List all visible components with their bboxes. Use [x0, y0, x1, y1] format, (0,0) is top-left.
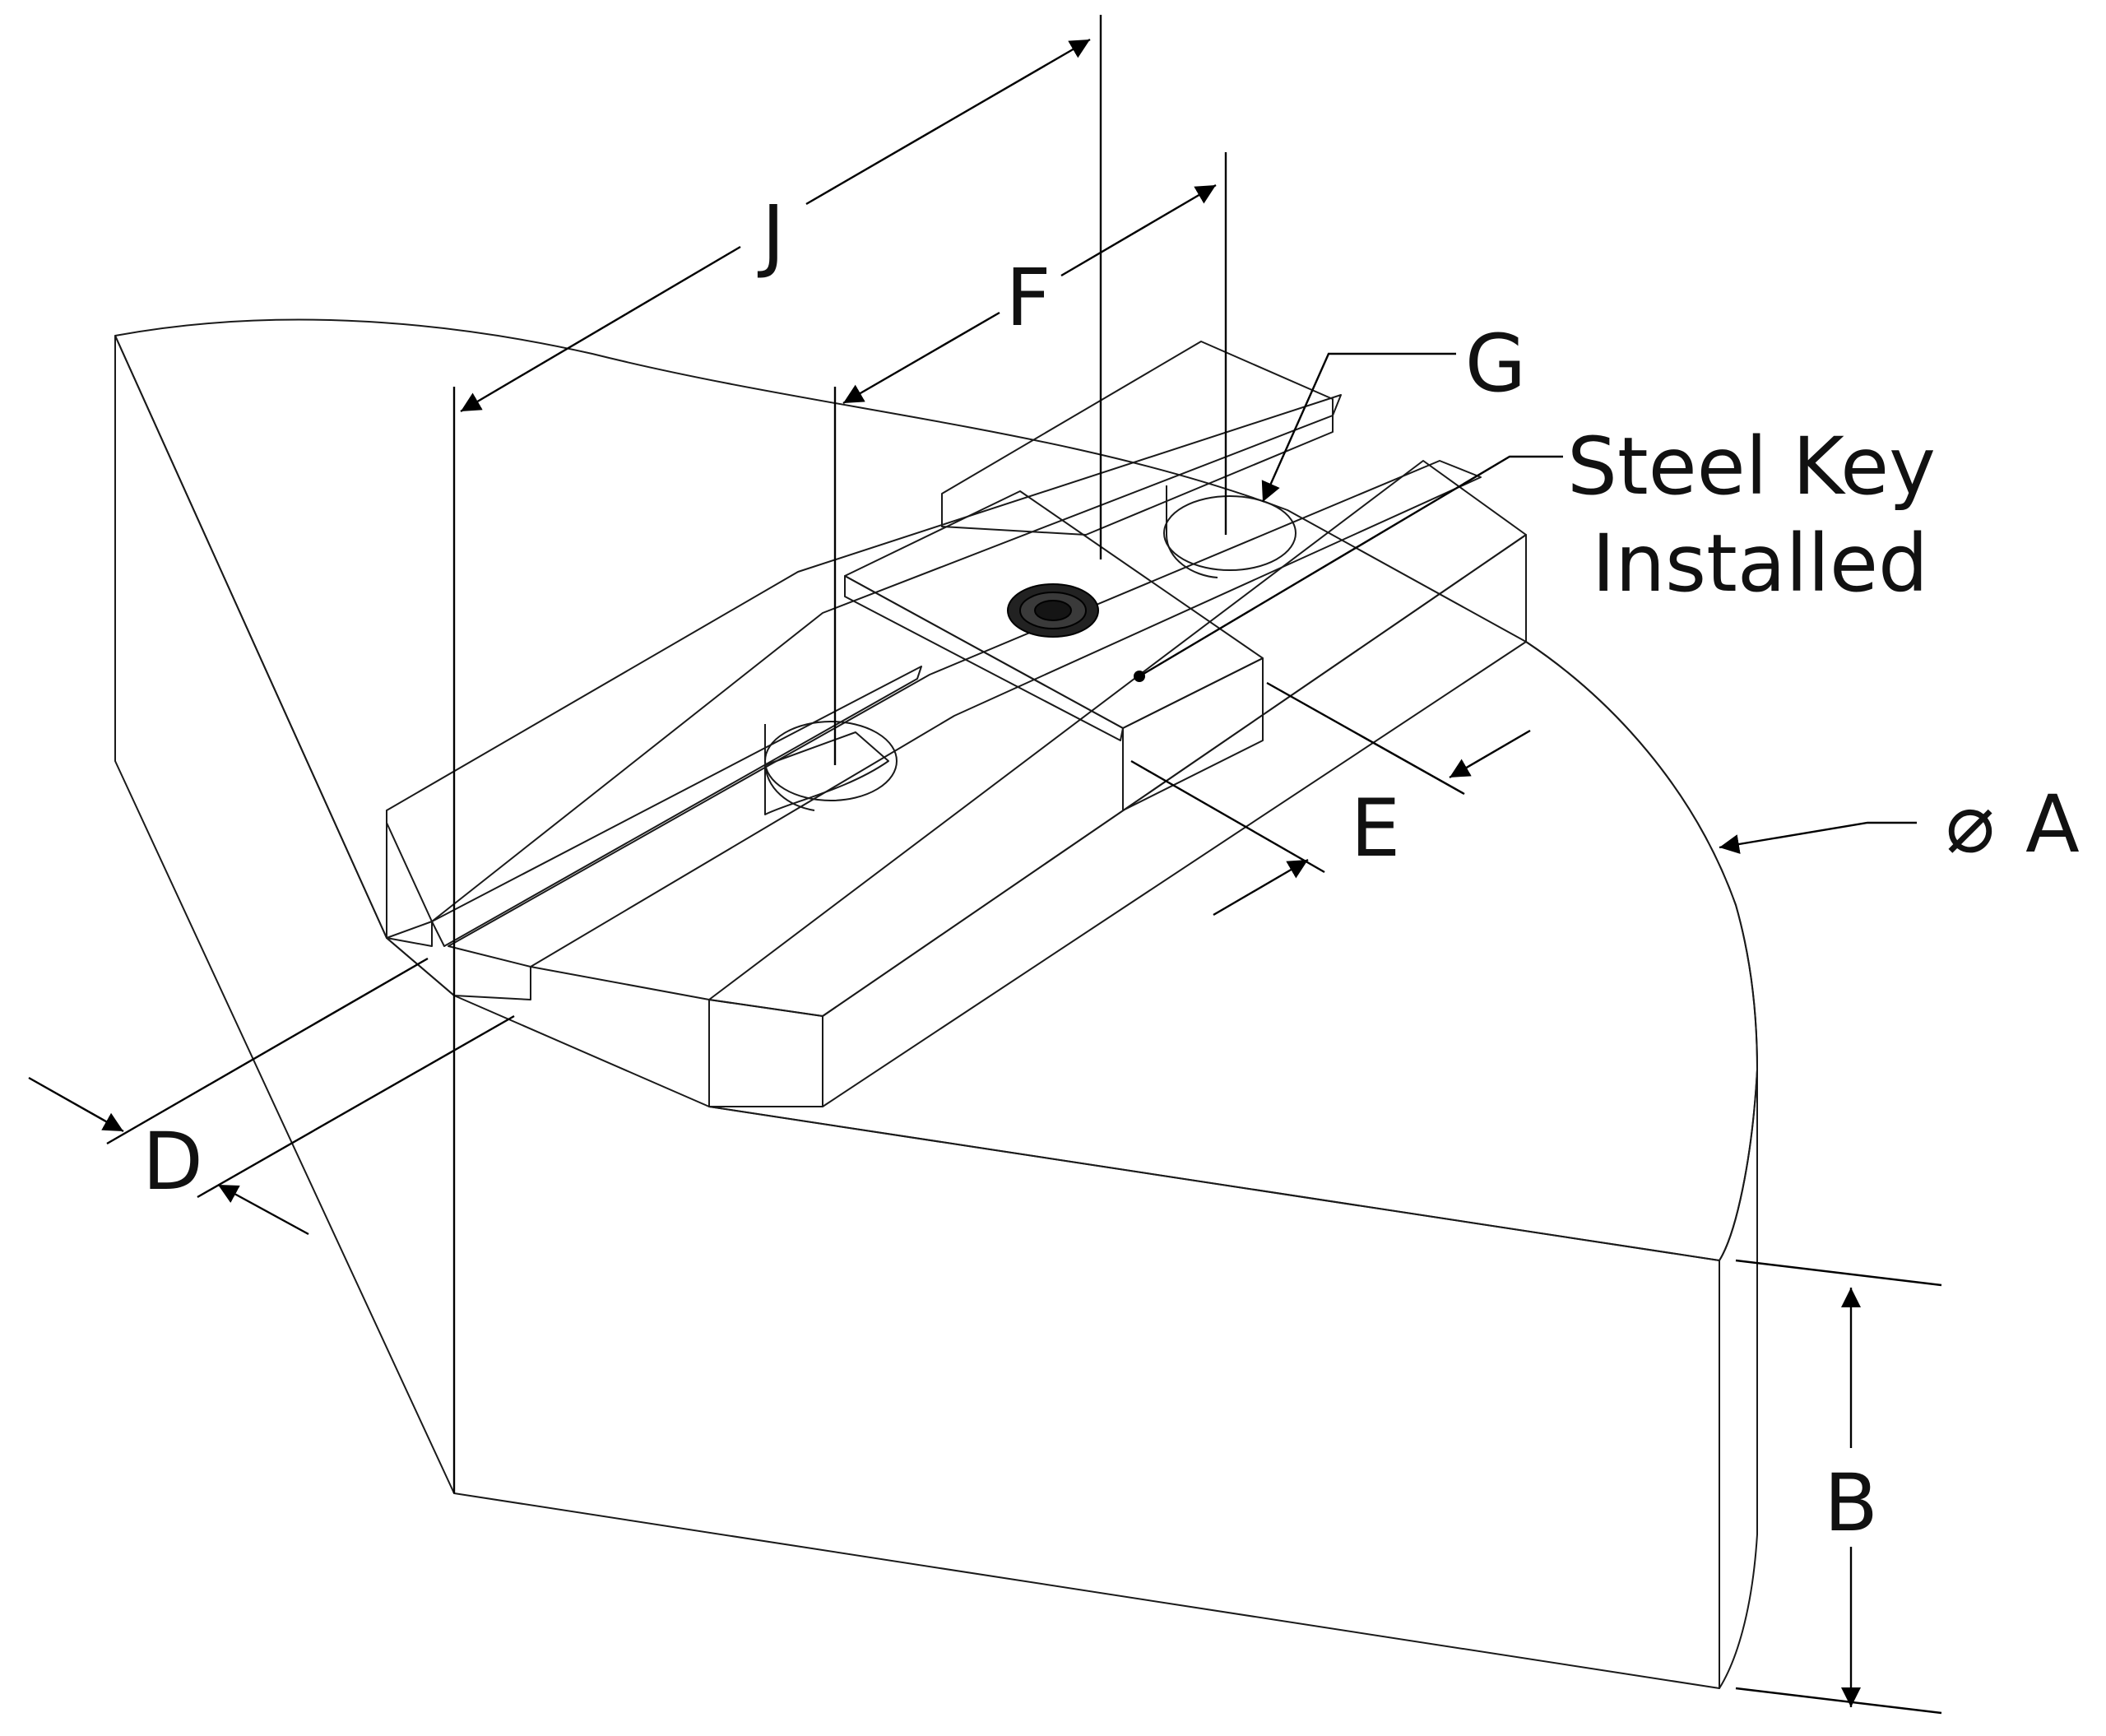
dimension-g [1261, 352, 1456, 503]
curved-outer-face [1719, 1069, 1758, 1689]
dimension-b [1735, 1259, 1942, 1715]
label-a: A [2025, 778, 2080, 870]
slot-floor [448, 460, 1482, 968]
label-j: J [758, 188, 785, 281]
right-rail-front-wall [708, 999, 823, 1107]
dimension-f [833, 152, 1227, 765]
left-rail-wall [386, 810, 433, 947]
front-face [453, 995, 1720, 1689]
left-rail-top [386, 394, 1342, 939]
steel-key-leader [1134, 455, 1563, 682]
steel-key [844, 490, 1264, 811]
callout-steel-key-line2: Installed [1592, 518, 1928, 610]
label-b: B [1824, 1457, 1878, 1549]
steel-key-left-side [844, 575, 1124, 741]
steel-key-front-side [1122, 657, 1264, 811]
t-slot [386, 341, 1527, 1107]
dimension-j [452, 15, 1102, 1493]
jaw-body [114, 318, 1758, 1689]
top-face [114, 318, 1758, 1261]
left-ledge [431, 666, 922, 947]
dimension-lines [28, 15, 1942, 1715]
label-f: F [1005, 252, 1051, 344]
diameter-symbol: ⌀ [1946, 775, 1995, 871]
right-rail-side-wall [822, 534, 1527, 1107]
outer-arc-edge [1525, 641, 1758, 1070]
dimension-d [28, 957, 515, 1236]
left-side-face [114, 335, 455, 1494]
holes [764, 485, 1297, 815]
label-e: E [1351, 782, 1401, 875]
socket-head-screw [1007, 583, 1099, 638]
back-rail-block [941, 341, 1334, 536]
front-counterbore-hole [764, 721, 898, 815]
dimension-e [1130, 681, 1531, 917]
label-d: D [142, 1116, 203, 1208]
callout-steel-key-line1: Steel Key [1567, 420, 1936, 513]
rear-counterbore-hole [1163, 485, 1297, 578]
labels: J F G Steel Key Installed E ⌀ A D B [142, 188, 2080, 1549]
dimension-a [1719, 821, 1917, 854]
label-g: G [1465, 318, 1526, 410]
